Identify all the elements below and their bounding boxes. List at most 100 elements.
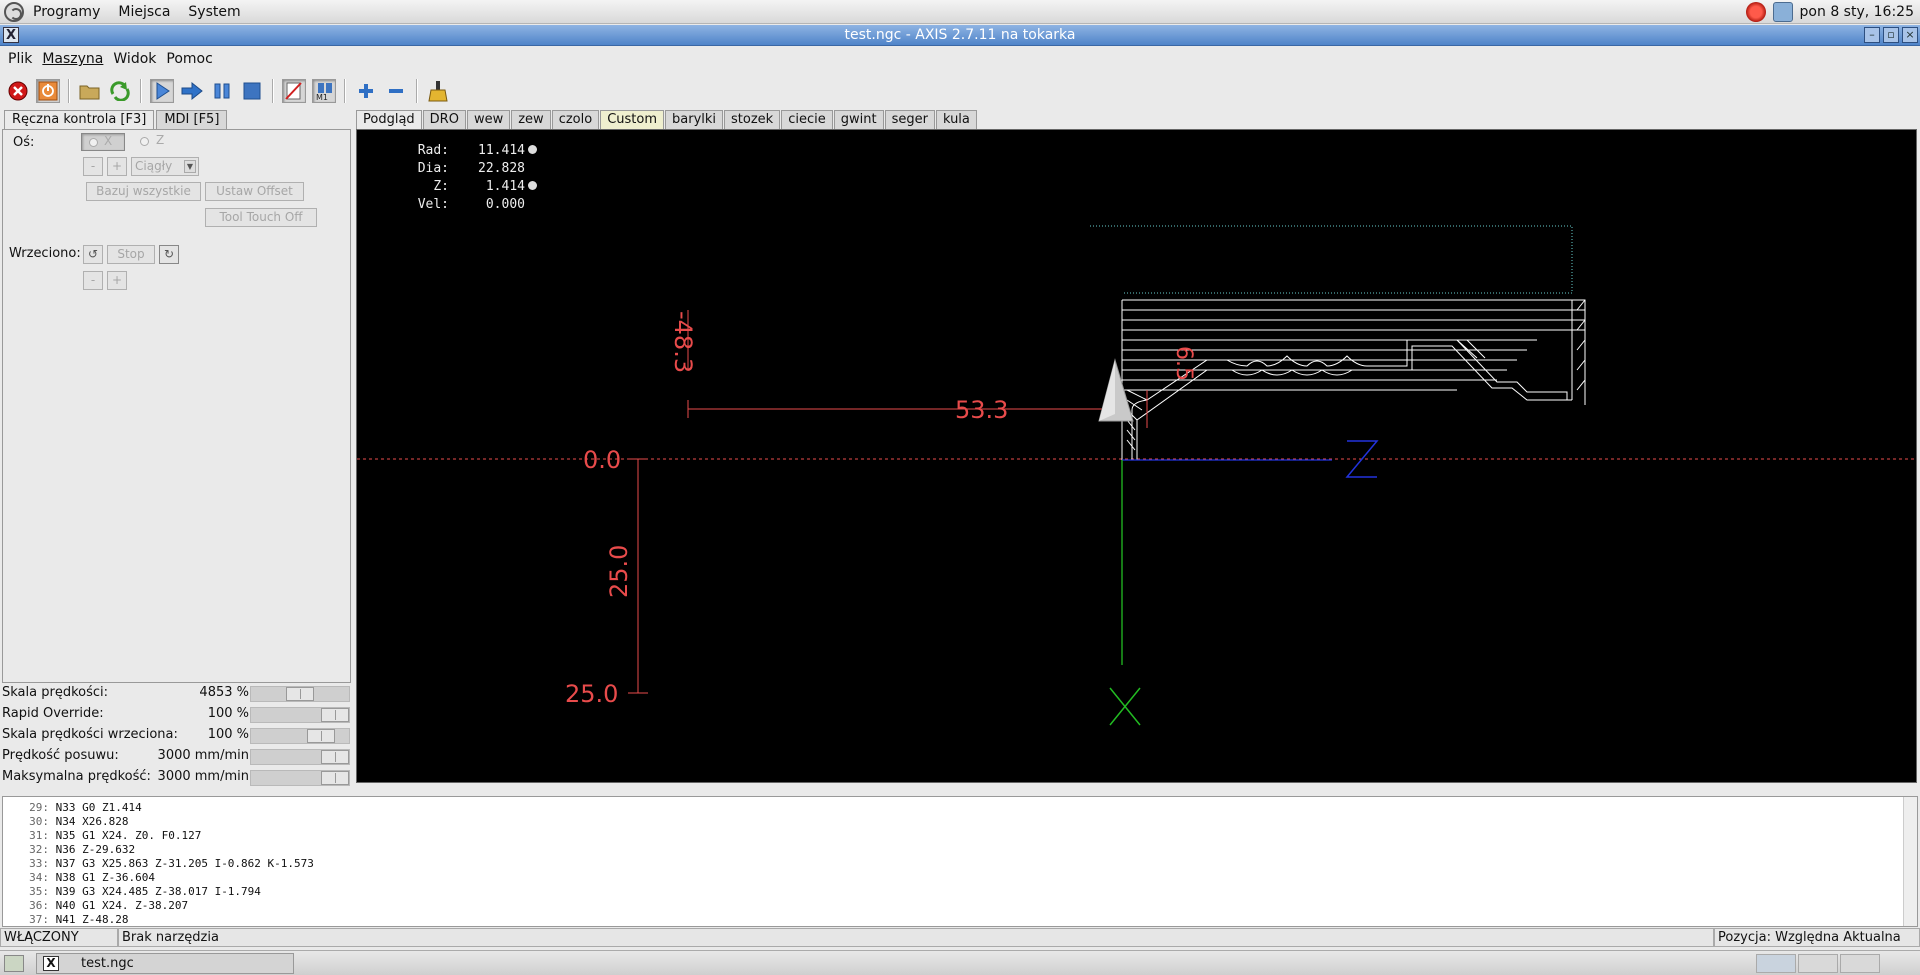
gcode-line[interactable]: 31: N35 G1 X24. Z0. F0.127 xyxy=(3,829,1917,843)
slider-thumb[interactable] xyxy=(307,729,335,743)
panel-menu-places[interactable]: Miejsca xyxy=(118,3,171,20)
dro-value: 11.414 xyxy=(478,143,525,158)
dro-row-z: Z: 1.414 xyxy=(387,178,537,196)
tab-stozek[interactable]: stozek xyxy=(724,110,781,130)
line-code: N33 G0 Z1.414 xyxy=(55,801,142,814)
jog-mode-select[interactable]: Ciągły ▼ xyxy=(131,157,199,176)
distro-logo-icon[interactable] xyxy=(4,1,24,22)
tab-gwint[interactable]: gwint xyxy=(833,110,884,130)
reload-icon[interactable] xyxy=(108,79,132,103)
maximize-button[interactable]: ▫ xyxy=(1883,27,1899,43)
touch-off-button[interactable]: Ustaw Offset xyxy=(205,182,304,201)
homed-icon xyxy=(528,145,537,154)
spindle-stop-button[interactable]: Stop xyxy=(107,245,155,264)
slider-thumb[interactable] xyxy=(321,708,349,722)
tool-touch-off-button[interactable]: Tool Touch Off xyxy=(205,208,317,227)
taskbar-window-button[interactable]: X test.ngc xyxy=(36,953,294,974)
toolbar-separator xyxy=(68,79,70,103)
power-icon[interactable] xyxy=(36,79,60,103)
tab-preview[interactable]: Podgląd xyxy=(356,110,422,130)
dro-label: Dia: xyxy=(417,161,449,176)
workspace-2[interactable] xyxy=(1798,954,1838,973)
estop-icon[interactable] xyxy=(6,79,30,103)
jog-mode-value: Ciągły xyxy=(135,159,173,173)
axis-z-radio[interactable]: Z xyxy=(136,133,176,151)
slider-thumb[interactable] xyxy=(321,750,349,764)
tab-custom[interactable]: Custom xyxy=(600,110,664,130)
dim-zero: 0.0 xyxy=(583,446,621,474)
jog-minus-button[interactable]: - xyxy=(83,157,103,176)
tab-zew[interactable]: zew xyxy=(511,110,551,130)
stop-icon[interactable] xyxy=(240,79,264,103)
tab-mdi[interactable]: MDI [F5] xyxy=(156,110,228,130)
workspace-3[interactable] xyxy=(1840,954,1880,973)
position-mode: Pozycja: Względna Aktualna xyxy=(1714,928,1920,947)
preview-canvas[interactable]: Rad: 11.414 Dia: 22.828 Z: 1.414 Vel: 0.… xyxy=(356,129,1917,783)
gcode-line[interactable]: 32: N36 Z-29.632 xyxy=(3,843,1917,857)
network-icon[interactable] xyxy=(1772,1,1793,22)
show-desktop-icon[interactable] xyxy=(4,955,24,972)
menu-machine[interactable]: Maszyna xyxy=(42,51,104,67)
spindle-reverse-icon[interactable]: ↺ xyxy=(83,245,103,264)
tab-ciecie[interactable]: ciecie xyxy=(781,110,833,130)
zoom-in-icon[interactable] xyxy=(354,79,378,103)
tab-manual-control[interactable]: Ręczna kontrola [F3] xyxy=(4,110,155,130)
toolbar-separator xyxy=(344,79,346,103)
spindle-forward-icon[interactable]: ↻ xyxy=(159,245,179,264)
jog-plus-button[interactable]: + xyxy=(107,157,127,176)
step-icon[interactable] xyxy=(180,79,204,103)
slider-thumb[interactable] xyxy=(321,771,349,785)
menu-help[interactable]: Pomoc xyxy=(166,51,213,67)
workspace-1[interactable] xyxy=(1756,954,1796,973)
toolbar-separator xyxy=(416,79,418,103)
gcode-line[interactable]: 36: N40 G1 X24. Z-38.207 xyxy=(3,899,1917,913)
radio-dot xyxy=(140,137,149,146)
gcode-line[interactable]: 29: N33 G0 Z1.414 xyxy=(3,801,1917,815)
axis-x-radio[interactable]: X xyxy=(81,133,125,151)
slider-thumb[interactable] xyxy=(286,687,314,701)
home-all-button[interactable]: Bazuj wszystkie xyxy=(86,182,201,201)
zoom-out-icon[interactable] xyxy=(384,79,408,103)
max-velocity-slider[interactable] xyxy=(250,770,350,786)
spindle-label: Wrzeciono: xyxy=(9,246,81,261)
panel-menu-programs[interactable]: Programy xyxy=(33,3,101,20)
gcode-line[interactable]: 33: N37 G3 X25.863 Z-31.205 I-0.862 K-1.… xyxy=(3,857,1917,871)
window-menu-icon[interactable]: X xyxy=(3,27,19,43)
tab-seger[interactable]: seger xyxy=(884,110,935,130)
open-icon[interactable] xyxy=(78,79,102,103)
gcode-line[interactable]: 35: N39 G3 X24.485 Z-38.017 I-1.794 xyxy=(3,885,1917,899)
tab-wew[interactable]: wew xyxy=(466,110,511,130)
spindle-plus-button[interactable]: + xyxy=(107,271,127,290)
rapid-override-slider[interactable] xyxy=(250,707,350,723)
clear-plot-icon[interactable] xyxy=(426,79,450,103)
pause-icon[interactable] xyxy=(210,79,234,103)
tab-kula[interactable]: kula xyxy=(935,110,977,130)
dro-row-dia: Dia: 22.828 xyxy=(387,160,537,178)
gcode-listing[interactable]: 29: N33 G0 Z1.414 30: N34 X26.828 31: N3… xyxy=(2,796,1918,927)
clock[interactable]: pon 8 sty, 16:25 xyxy=(1799,3,1914,20)
close-button[interactable]: × xyxy=(1902,27,1918,43)
gcode-line[interactable]: 34: N38 G1 Z-36.604 xyxy=(3,871,1917,885)
dim-small: 6.5 xyxy=(1171,346,1196,381)
tab-dro[interactable]: DRO xyxy=(422,110,466,130)
tab-czolo[interactable]: czolo xyxy=(551,110,600,130)
blockdelete-icon[interactable] xyxy=(282,79,306,103)
gcode-line[interactable]: 30: N34 X26.828 xyxy=(3,815,1917,829)
gcode-scrollbar[interactable] xyxy=(1903,797,1917,926)
optional-stop-icon[interactable]: M1 xyxy=(312,79,336,103)
minimize-button[interactable]: – xyxy=(1864,27,1880,43)
update-notifier-icon[interactable] xyxy=(1745,1,1766,22)
gcode-line[interactable]: 37: N41 Z-48.28 xyxy=(3,913,1917,926)
menu-view[interactable]: Widok xyxy=(113,51,157,67)
spindle-minus-button[interactable]: - xyxy=(83,271,103,290)
axis-x-label: X xyxy=(104,134,113,148)
tab-barylki[interactable]: barylki xyxy=(665,110,724,130)
spindle-override-slider[interactable] xyxy=(250,728,350,744)
run-icon[interactable] xyxy=(150,79,174,103)
feed-override-slider[interactable] xyxy=(250,686,350,702)
menu-file[interactable]: Plik xyxy=(8,51,33,67)
window-titlebar[interactable]: X test.ngc - AXIS 2.7.11 na tokarka – ▫ … xyxy=(0,25,1920,46)
panel-menu-system[interactable]: System xyxy=(188,3,241,20)
jog-speed-slider[interactable] xyxy=(250,749,350,765)
